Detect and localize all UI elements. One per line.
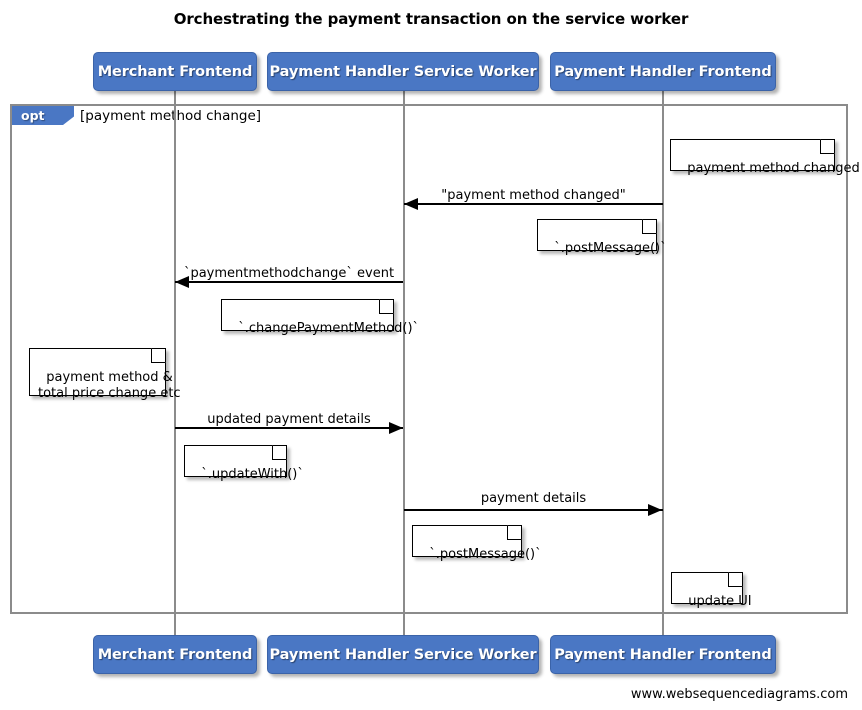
message-arrowhead-paymentmethodchange-event bbox=[175, 276, 189, 288]
actor-label: Payment Handler Service Worker bbox=[269, 646, 537, 663]
message-line-payment-details bbox=[404, 509, 663, 511]
message-arrowhead-updated-payment-details bbox=[389, 422, 403, 434]
message-line-paymentmethodchange-event bbox=[175, 281, 403, 283]
note-payment-method-changed: payment method changed bbox=[670, 139, 860, 176]
note-fold-icon bbox=[728, 572, 743, 587]
note-text: update UI bbox=[688, 594, 752, 609]
note-text: payment method & total price change etc bbox=[38, 370, 181, 401]
actor-box-top-payment-handler-service-worker[interactable]: Payment Handler Service Worker bbox=[267, 52, 539, 91]
lifeline-payment-handler-frontend bbox=[662, 90, 664, 635]
actor-box-bottom-payment-handler-service-worker[interactable]: Payment Handler Service Worker bbox=[267, 635, 539, 674]
note-post-message-2: `.postMessage()` bbox=[412, 525, 542, 562]
note-fold-icon bbox=[379, 299, 394, 314]
actor-label: Merchant Frontend bbox=[97, 646, 253, 663]
note-text: `.postMessage()` bbox=[429, 547, 542, 562]
actor-box-top-payment-handler-frontend[interactable]: Payment Handler Frontend bbox=[550, 52, 776, 91]
page-title: Orchestrating the payment transaction on… bbox=[173, 10, 689, 28]
opt-fragment-guard: [payment method change] bbox=[80, 108, 262, 124]
opt-fragment-frame bbox=[10, 104, 848, 614]
note-text: `.updateWith()` bbox=[201, 467, 304, 482]
actor-label: Merchant Frontend bbox=[97, 63, 253, 80]
watermark-link[interactable]: www.websequencediagrams.com bbox=[630, 687, 848, 702]
message-label-payment-method-changed: "payment method changed" bbox=[441, 188, 626, 203]
note-fold-icon bbox=[642, 219, 657, 234]
lifeline-merchant-frontend bbox=[174, 90, 176, 635]
actor-label: Payment Handler Frontend bbox=[554, 646, 772, 663]
message-arrowhead-payment-details bbox=[648, 504, 662, 516]
actor-box-bottom-payment-handler-frontend[interactable]: Payment Handler Frontend bbox=[550, 635, 776, 674]
note-fold-icon bbox=[820, 139, 835, 154]
actor-box-bottom-merchant-frontend[interactable]: Merchant Frontend bbox=[93, 635, 257, 674]
note-text: `.postMessage()` bbox=[554, 241, 667, 256]
actor-box-top-merchant-frontend[interactable]: Merchant Frontend bbox=[93, 52, 257, 91]
actor-label: Payment Handler Service Worker bbox=[269, 63, 537, 80]
message-label-paymentmethodchange-event: `paymentmethodchange` event bbox=[183, 266, 395, 281]
message-label-updated-payment-details: updated payment details bbox=[207, 412, 371, 427]
note-text: `.changePaymentMethod()` bbox=[238, 321, 420, 336]
note-payment-method-total-price: payment method & total price change etc bbox=[29, 348, 181, 401]
message-arrowhead-payment-method-changed bbox=[404, 198, 418, 210]
note-fold-icon bbox=[507, 525, 522, 540]
note-post-message-1: `.postMessage()` bbox=[537, 219, 667, 256]
lifeline-payment-handler-service-worker bbox=[403, 90, 405, 635]
message-label-payment-details: payment details bbox=[480, 491, 587, 506]
note-change-payment-method: `.changePaymentMethod()` bbox=[221, 299, 419, 336]
opt-fragment-label: opt bbox=[21, 108, 45, 123]
note-update-ui: update UI bbox=[671, 572, 752, 609]
note-fold-icon bbox=[272, 445, 287, 460]
note-text: payment method changed bbox=[687, 161, 860, 176]
note-fold-icon bbox=[151, 348, 166, 363]
opt-fragment-tab: opt bbox=[12, 106, 74, 125]
actor-label: Payment Handler Frontend bbox=[554, 63, 772, 80]
note-update-with: `.updateWith()` bbox=[184, 445, 304, 482]
message-line-updated-payment-details bbox=[175, 427, 403, 429]
message-line-payment-method-changed bbox=[404, 203, 663, 205]
